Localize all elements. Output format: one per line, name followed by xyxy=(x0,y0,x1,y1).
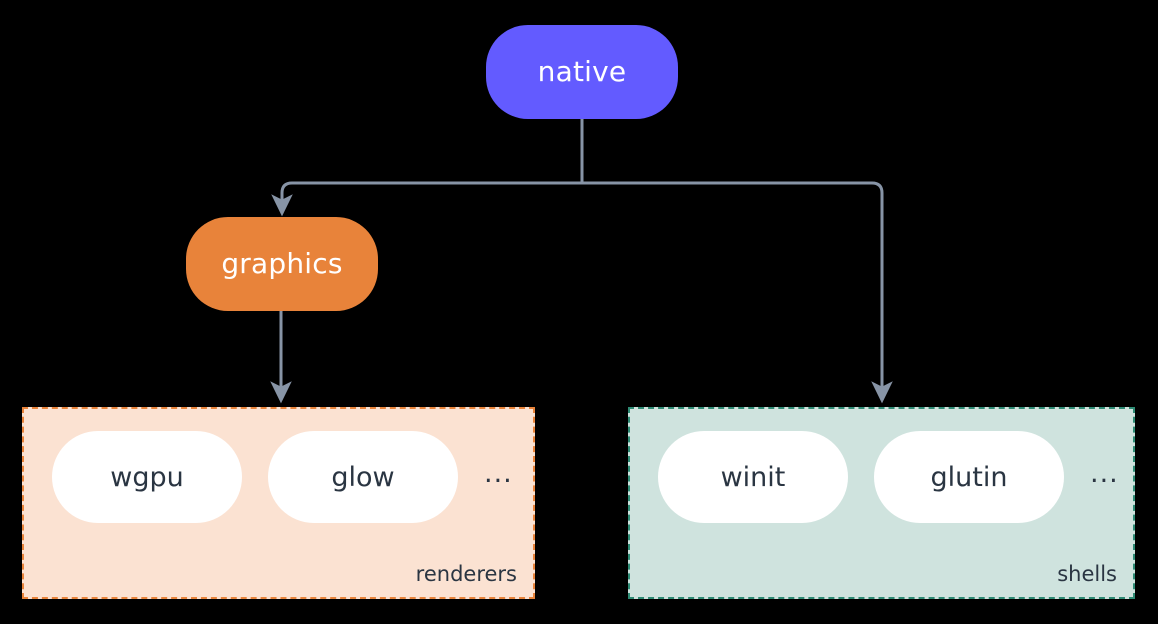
group-shells: winit glutin ... shells xyxy=(628,407,1135,599)
edge-native-to-graphics xyxy=(271,181,582,217)
group-shells-items: winit glutin ... xyxy=(630,431,1133,523)
pill-glutin[interactable]: glutin xyxy=(874,431,1064,523)
edge-native-to-shells xyxy=(582,181,893,404)
renderers-overflow-ellipsis: ... xyxy=(484,457,513,489)
pill-wgpu-label: wgpu xyxy=(110,461,184,493)
group-shells-label: shells xyxy=(1057,562,1117,586)
group-renderers-label: renderers xyxy=(415,562,517,586)
group-renderers: wgpu glow ... renderers xyxy=(22,407,535,599)
node-graphics-label: graphics xyxy=(221,247,343,280)
group-renderers-items: wgpu glow ... xyxy=(24,431,533,523)
pill-winit-label: winit xyxy=(720,461,786,493)
pill-glow-label: glow xyxy=(331,461,395,493)
node-native-label: native xyxy=(537,55,627,88)
pill-glow[interactable]: glow xyxy=(268,431,458,523)
pill-winit[interactable]: winit xyxy=(658,431,848,523)
node-graphics[interactable]: graphics xyxy=(186,217,378,311)
pill-glutin-label: glutin xyxy=(930,461,1008,493)
pill-wgpu[interactable]: wgpu xyxy=(52,431,242,523)
node-native[interactable]: native xyxy=(486,25,678,119)
shells-overflow-ellipsis: ... xyxy=(1090,457,1119,489)
